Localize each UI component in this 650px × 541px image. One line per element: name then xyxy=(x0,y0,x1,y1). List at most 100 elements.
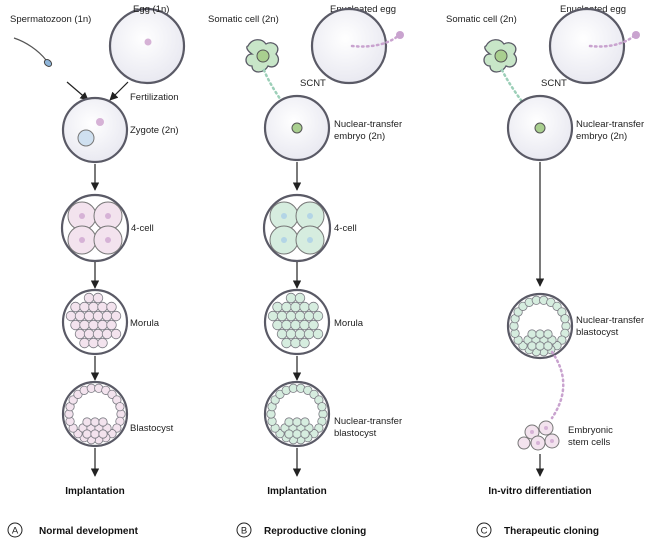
inner-cell-mass-cell xyxy=(292,417,302,427)
scnt-path-b xyxy=(262,68,299,126)
morula-cell xyxy=(308,301,319,313)
inner-cell-mass-cell xyxy=(284,417,294,427)
morula-cell xyxy=(285,328,297,340)
arrow-egg-to-zygote xyxy=(109,81,129,101)
badge-b xyxy=(236,522,252,538)
trophoblast-cell xyxy=(115,402,125,412)
label-somatic-c: Somatic cell (2n) xyxy=(446,14,517,25)
label-blastocyst-b-2: blastocyst xyxy=(334,428,377,439)
column-c: Somatic cell (2n) Enucleated egg SCNT Nu… xyxy=(446,4,644,538)
nt-embryo-c xyxy=(506,94,574,162)
blastocyst-a xyxy=(61,380,129,448)
morula-cell xyxy=(97,319,108,331)
egg-cell xyxy=(108,7,186,85)
inner-cell-mass-cell xyxy=(527,329,537,339)
label-fertilization: Fertilization xyxy=(130,92,179,103)
inner-cell-mass-cell xyxy=(300,417,310,427)
letter-c: C xyxy=(481,526,488,537)
blastocyst-b xyxy=(263,380,331,448)
morula-cell xyxy=(285,292,297,304)
inner-cell-mass-cell xyxy=(535,341,545,351)
column-b: Somatic cell (2n) Enucleated egg SCNT Nu… xyxy=(208,4,404,538)
morula-cell xyxy=(299,337,310,349)
nt-embryo-b xyxy=(263,94,331,162)
label-spermatozoon: Spermatozoon (1n) xyxy=(10,14,91,25)
badge-c xyxy=(476,522,492,538)
column-a: Spermatozoon (1n) Egg (1n) Fertilization… xyxy=(7,4,186,538)
morula-cell xyxy=(106,301,117,313)
morula-cell xyxy=(106,319,117,331)
morula-cell xyxy=(294,328,306,340)
morula-cell xyxy=(97,301,108,313)
morula-cell xyxy=(79,337,90,349)
morula-cell xyxy=(290,319,301,331)
morula-cell xyxy=(83,328,95,340)
outcome-c: In-vitro differentiation xyxy=(488,486,591,497)
morula-cell xyxy=(92,328,104,340)
caption-c: Therapeutic cloning xyxy=(504,526,599,537)
inner-cell-mass-cell xyxy=(98,429,108,439)
label-blastocyst-c-1: Nuclear-transfer xyxy=(576,315,644,326)
stem-cell-path-c xyxy=(550,350,565,420)
label-egg: Egg (1n) xyxy=(133,4,169,15)
inner-cell-mass-cell xyxy=(527,341,537,351)
morula-cell xyxy=(65,310,77,322)
inner-cell-mass-cell xyxy=(90,429,100,439)
inner-cell-mass-cell xyxy=(292,429,302,439)
blastocyst-c xyxy=(506,292,574,360)
morula-cell xyxy=(312,310,324,322)
somatic-nucleus-b xyxy=(256,49,270,63)
label-stem-2: stem cells xyxy=(568,437,610,448)
label-morula-a: Morula xyxy=(130,318,160,329)
removed-nucleus-c xyxy=(632,31,640,39)
morula-cell xyxy=(285,310,297,322)
inner-cell-mass-cell xyxy=(284,429,294,439)
morula-cell xyxy=(267,310,279,322)
label-embryo-c-2: embryo (2n) xyxy=(576,131,627,142)
morula-cell xyxy=(79,301,90,313)
label-morula-b: Morula xyxy=(334,318,364,329)
morula-cell xyxy=(110,310,122,322)
spermatozoon-icon xyxy=(13,37,53,67)
outcome-a: Implantation xyxy=(65,486,124,497)
morula-cell xyxy=(88,337,99,349)
morula-cell xyxy=(101,310,113,322)
morula-cell xyxy=(281,337,292,349)
morula-cell xyxy=(290,337,301,349)
morula-cell xyxy=(281,319,292,331)
morula-cell xyxy=(70,301,81,313)
morula-cell xyxy=(92,292,104,304)
trophoblast-cell xyxy=(560,314,570,324)
label-somatic-b: Somatic cell (2n) xyxy=(208,14,279,25)
inner-cell-mass-cell xyxy=(98,417,108,427)
enucleated-egg-c xyxy=(548,7,626,85)
inner-cell-mass-cell xyxy=(90,417,100,427)
label-embryo-c-1: Nuclear-transfer xyxy=(576,119,644,130)
zygote-cell xyxy=(61,96,129,164)
letter-a: A xyxy=(12,526,19,537)
label-embryo-b-1: Nuclear-transfer xyxy=(334,119,402,130)
morula-cell xyxy=(290,301,301,313)
inner-cell-mass-cell xyxy=(535,329,545,339)
morula-cell xyxy=(312,328,324,340)
morula-cell xyxy=(272,301,283,313)
trophoblast-cell xyxy=(317,402,327,412)
morula-cell xyxy=(101,328,113,340)
morula-cell xyxy=(308,319,319,331)
morula-cell xyxy=(272,319,283,331)
morula-cell xyxy=(303,310,315,322)
inner-cell-mass-cell xyxy=(82,417,92,427)
label-stem-1: Embryonic xyxy=(568,425,613,436)
outcome-b: Implantation xyxy=(267,486,326,497)
badge-a xyxy=(7,522,23,538)
morula-cell xyxy=(294,292,306,304)
four-cell-embryo-a xyxy=(60,193,130,263)
removed-nucleus-b xyxy=(396,31,404,39)
inner-cell-mass-cell xyxy=(82,429,92,439)
morula-cell xyxy=(88,319,99,331)
label-zygote: Zygote (2n) xyxy=(130,125,179,136)
inner-cell-mass-cell xyxy=(543,329,553,339)
label-scnt-c: SCNT xyxy=(541,78,567,89)
